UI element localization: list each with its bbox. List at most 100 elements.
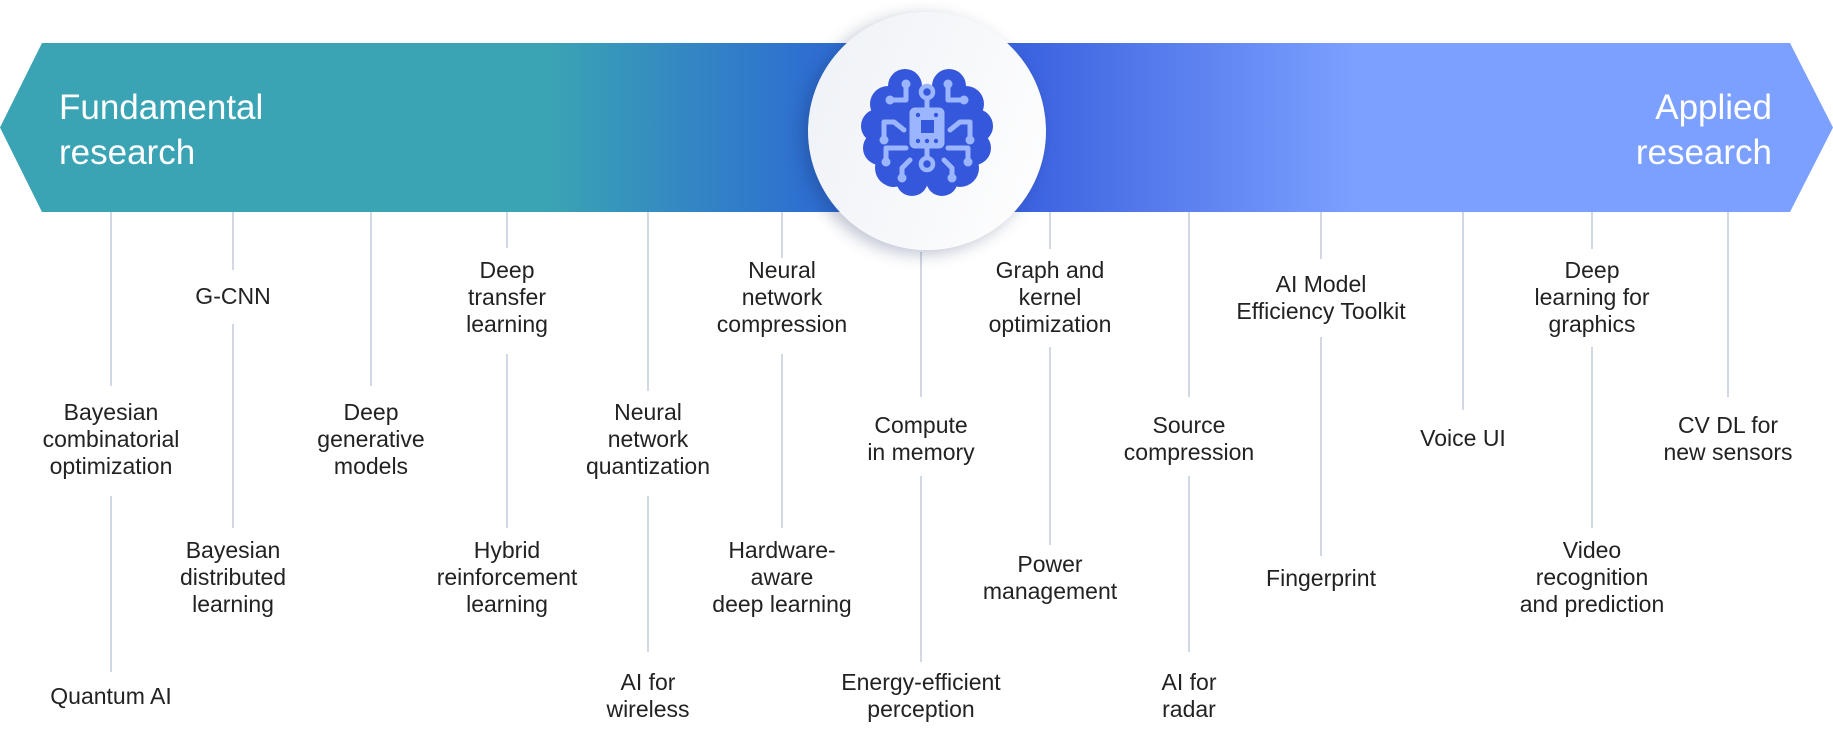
connector-line (110, 212, 112, 386)
connector-line (1188, 476, 1190, 652)
connector-line (1591, 212, 1593, 249)
topic-label-line: learning for (1534, 284, 1650, 310)
topic-label-line: aware (750, 564, 814, 590)
topic-label-line: CV DL for (1677, 412, 1779, 438)
connector-line (1727, 212, 1729, 397)
topic-label-line: compression (1123, 439, 1255, 465)
topic-label-line: AI for (620, 669, 676, 695)
connector-line (920, 252, 922, 397)
topic-label-line: Deep (1564, 257, 1620, 283)
connector-line (506, 212, 508, 248)
connector-line (1320, 337, 1322, 556)
connector-line (647, 212, 649, 391)
topic-label-line: Graph and (995, 257, 1105, 283)
connector-line (1049, 347, 1051, 545)
connector-line (781, 212, 783, 258)
topic-label-voice-ui: Voice UI (1420, 425, 1506, 452)
topic-label-line: graphics (1548, 311, 1636, 337)
topic-label-line: combinatorial (42, 426, 180, 452)
topic-label-line: Hardware- (728, 537, 836, 563)
topic-label-line: optimization (988, 311, 1112, 337)
topic-label-line: quantization (585, 453, 711, 479)
connector-line (506, 354, 508, 528)
topic-label-line: Video (1562, 537, 1622, 563)
connector-line (1188, 212, 1190, 397)
connector-line (232, 324, 234, 528)
topic-label-line: generative (317, 426, 425, 452)
connector-line (1462, 212, 1464, 410)
title-line: research (59, 133, 196, 172)
topic-label-line: new sensors (1663, 439, 1793, 465)
topic-label-line: Fingerprint (1266, 565, 1376, 591)
topic-label-line: kernel (1018, 284, 1082, 310)
topic-label-line: Voice UI (1420, 425, 1506, 451)
applied-research-title: Applied research (1636, 85, 1772, 175)
topic-label-line: learning (466, 591, 548, 617)
topic-label-line: Bayesian (185, 537, 281, 563)
topic-label-line: Quantum AI (50, 683, 172, 709)
topic-label-line: Energy-efficient (841, 669, 1001, 695)
topic-label-line: Deep (343, 399, 399, 425)
topic-label-line: Power (1017, 551, 1083, 577)
title-line: research (1635, 133, 1772, 172)
topic-label-line: network (741, 284, 823, 310)
topic-label-line: Deep (479, 257, 535, 283)
topic-label-line: in memory (867, 439, 975, 465)
topic-label-line: radar (1162, 696, 1216, 722)
topic-label-line: Neural (614, 399, 682, 425)
topic-label-line: Bayesian (63, 399, 159, 425)
topic-label-line: Compute (874, 412, 968, 438)
topic-label-g-cnn: G-CNN (195, 283, 270, 310)
topic-label-line: distributed (179, 564, 287, 590)
title-line: Applied (1655, 88, 1772, 127)
topic-label-line: and prediction (1519, 591, 1665, 617)
fundamental-research-title: Fundamental research (59, 85, 263, 175)
topic-label-line: transfer (468, 284, 546, 310)
brain-circuit-icon (861, 69, 993, 196)
topic-label-line: G-CNN (195, 283, 271, 309)
topic-label-line: Neural (748, 257, 816, 283)
topic-label-line: perception (867, 696, 975, 722)
topic-label-line: Source (1152, 412, 1226, 438)
topic-label-fingerprint: Fingerprint (1266, 565, 1376, 592)
topic-label-line: Efficiency Toolkit (1236, 298, 1406, 324)
topic-label-quantum-ai: Quantum AI (50, 683, 171, 710)
topic-label-line: AI for (1161, 669, 1217, 695)
topic-label-line: learning (466, 311, 548, 337)
connector-line (920, 476, 922, 662)
connector-line (1320, 212, 1322, 259)
topic-label-line: learning (192, 591, 274, 617)
connector-line (110, 496, 112, 672)
connector-line (647, 496, 649, 652)
topic-label-line: AI Model (1275, 271, 1367, 297)
title-line: Fundamental (59, 88, 264, 127)
topic-label-line: Hybrid (473, 537, 541, 563)
connector-line (1591, 347, 1593, 528)
topic-label-line: compression (716, 311, 848, 337)
ai-hub-circle (808, 12, 1046, 250)
connector-line (1049, 212, 1051, 249)
topic-label-line: wireless (606, 696, 690, 722)
topic-label-line: reinforcement (436, 564, 578, 590)
topic-label-line: optimization (49, 453, 173, 479)
connector-line (232, 212, 234, 270)
